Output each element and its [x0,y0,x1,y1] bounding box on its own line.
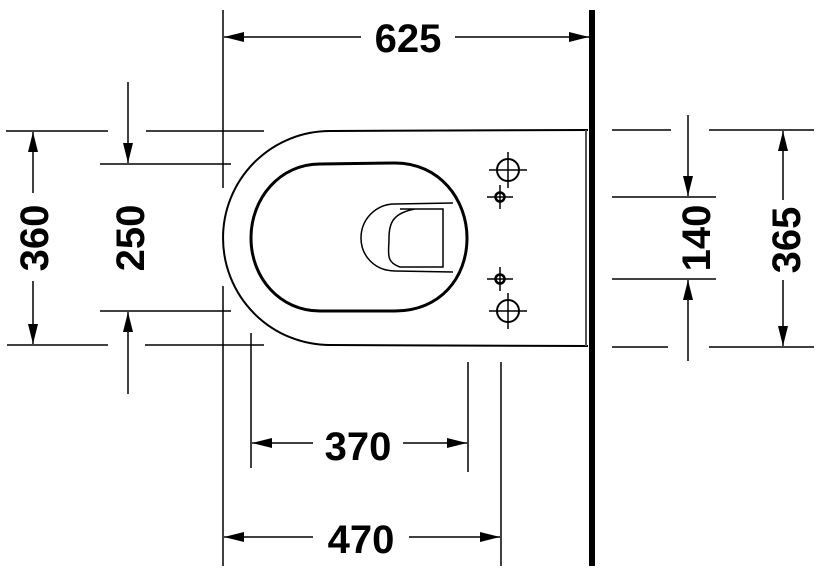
dim-label-625: 625 [375,17,442,61]
dim-label-250: 250 [109,205,153,272]
dim-label-140: 140 [675,205,719,272]
seat-opening-outline [249,161,469,313]
toilet-outer-outline [222,129,589,347]
bowl-outlet-inner [387,208,444,268]
toilet-body [222,129,589,347]
extension-lines [6,10,814,566]
bowl-outlet-outline [360,202,454,273]
dimension-lines [28,32,788,542]
dim-label-370: 370 [325,425,392,469]
dim-label-360: 360 [13,205,57,272]
fixing-holes [487,152,527,329]
dim-label-470: 470 [328,518,395,562]
dim-label-365: 365 [765,207,809,274]
